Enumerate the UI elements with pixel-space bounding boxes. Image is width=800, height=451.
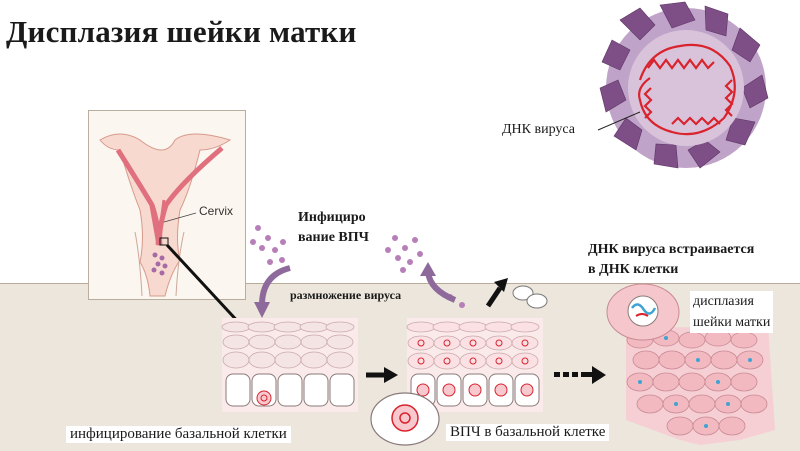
- cervix-label: Cervix: [199, 204, 234, 218]
- free-virions: [250, 225, 465, 308]
- dysplasia-label: дисплазия шейки матки: [690, 291, 774, 333]
- virus-particle: [597, 1, 769, 169]
- replication-label: размножение вируса: [290, 288, 402, 302]
- dysplasia-tissue: [626, 326, 775, 445]
- tissue-block-2: [406, 318, 543, 412]
- hpv-in-basal-label: ВПЧ в базальной клетке: [446, 424, 610, 441]
- tissue-block-1: [221, 318, 358, 412]
- basal-cell-zoom: [370, 392, 440, 446]
- infection-label: Инфициро вание ВПЧ: [298, 210, 369, 245]
- virus-dna-label: ДНК вируса: [502, 122, 576, 137]
- integration-label: ДНК вируса встраивается в ДНК клетки: [588, 242, 755, 277]
- basal-infection-label: инфицирование базальной клетки: [66, 426, 291, 443]
- page-title: Дисплазия шейки матки: [6, 14, 357, 49]
- uterus-illustration: [99, 133, 232, 297]
- integration-cell: [606, 283, 680, 341]
- zoom-line: [165, 243, 244, 328]
